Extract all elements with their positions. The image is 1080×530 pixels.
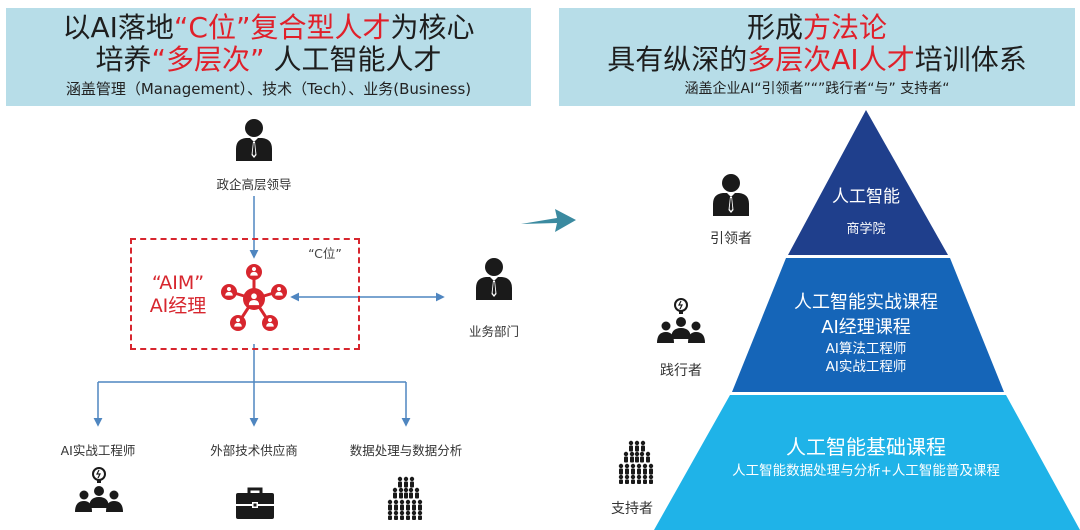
person-icon xyxy=(474,256,514,300)
crowd-icon xyxy=(386,476,426,520)
pyramid-bottom-title: 人工智能基础课程 xyxy=(786,435,946,459)
left-line1-prefix: 以AI落地 xyxy=(62,11,174,44)
right-banner-line1: 形成方法论 xyxy=(559,12,1075,44)
right-line1-prefix: 形成 xyxy=(746,11,803,44)
right-line1-highlight: 方法论 xyxy=(803,11,888,44)
right-banner-subtitle: 涵盖企业AI“引领者”“”践行者“与” 支持者“ xyxy=(684,81,950,97)
right-line2-prefix: 具有纵深的 xyxy=(607,43,748,76)
pyramid-middle-sub1: AI算法工程师 xyxy=(825,341,907,357)
network-hub-icon xyxy=(221,264,287,331)
pyramid-bottom-text: 人工智能基础课程 人工智能数据处理与分析+人工智能普及课程 xyxy=(686,433,1046,481)
leadership-label: 政企高层领导 xyxy=(216,177,292,192)
person-icon xyxy=(234,117,274,161)
aim-line1: “AIM” xyxy=(151,272,205,294)
right-line2-suffix: 培训体系 xyxy=(914,43,1027,76)
pyramid-diagram xyxy=(654,110,1080,530)
pyramid-middle-sub2: AI实战工程师 xyxy=(825,359,907,375)
pyramid-bottom-subtitle: 人工智能数据处理与分析+人工智能普及课程 xyxy=(732,463,1000,479)
pyramid-bottom-tier xyxy=(654,395,1080,530)
pyramid-middle-title1: 人工智能实战课程 xyxy=(794,292,938,313)
right-arrow-icon xyxy=(521,209,576,232)
left-line1-highlight: “C位”复合型人才 xyxy=(173,11,391,44)
aim-line2: AI经理 xyxy=(149,295,207,317)
team-idea-icon xyxy=(74,466,124,516)
right-line2-highlight: 多层次AI人才 xyxy=(747,43,915,76)
c-position-tag: “C位” xyxy=(308,246,342,261)
leader-role-label: 引领者 xyxy=(710,231,752,247)
business-dept-label: 业务部门 xyxy=(468,324,519,339)
pyramid-top-tier xyxy=(788,110,948,255)
pyramid-top-text: 人工智能 商学院 xyxy=(806,185,926,241)
left-banner: 以AI落地“C位”复合型人才为核心 培养“多层次” 人工智能人才 涵盖管理（Ma… xyxy=(6,8,531,106)
left-line2-prefix: 培养 xyxy=(95,43,152,76)
pyramid-middle-text: 人工智能实战课程 AI经理课程 AI算法工程师 AI实战工程师 xyxy=(766,290,966,376)
right-banner: 形成方法论 具有纵深的多层次AI人才培训体系 涵盖企业AI“引领者”“”践行者“… xyxy=(559,8,1075,106)
data-analysis-label: 数据处理与数据分析 xyxy=(349,443,463,458)
left-line1-suffix: 为核心 xyxy=(390,11,475,44)
pyramid-top-title: 人工智能 xyxy=(832,187,900,207)
right-banner-line2: 具有纵深的多层次AI人才培训体系 xyxy=(559,44,1075,76)
left-line2-suffix: 人工智能人才 xyxy=(264,43,442,76)
left-banner-line2: 培养“多层次” 人工智能人才 xyxy=(6,44,531,76)
c-position-box xyxy=(130,238,360,350)
practitioner-role-label: 践行者 xyxy=(660,363,702,379)
person-icon xyxy=(711,172,751,216)
engineers-label: AI实战工程师 xyxy=(60,443,136,458)
org-connectors xyxy=(93,196,445,427)
aim-label: “AIM” AI经理 xyxy=(141,272,215,318)
left-line2-highlight: “多层次” xyxy=(151,43,265,76)
crowd-icon xyxy=(617,440,657,484)
pyramid-top-subtitle: 商学院 xyxy=(846,222,886,237)
vendors-label: 外部技术供应商 xyxy=(210,443,298,458)
left-banner-line1: 以AI落地“C位”复合型人才为核心 xyxy=(6,12,531,44)
supporter-role-label: 支持者 xyxy=(611,501,653,517)
team-idea-icon xyxy=(656,297,706,347)
pyramid-middle-tier xyxy=(732,258,1004,392)
briefcase-icon xyxy=(235,486,275,520)
left-banner-subtitle: 涵盖管理（Management）、技术（Tech）、业务(Business) xyxy=(65,80,472,98)
pyramid-middle-title2: AI经理课程 xyxy=(821,317,911,338)
